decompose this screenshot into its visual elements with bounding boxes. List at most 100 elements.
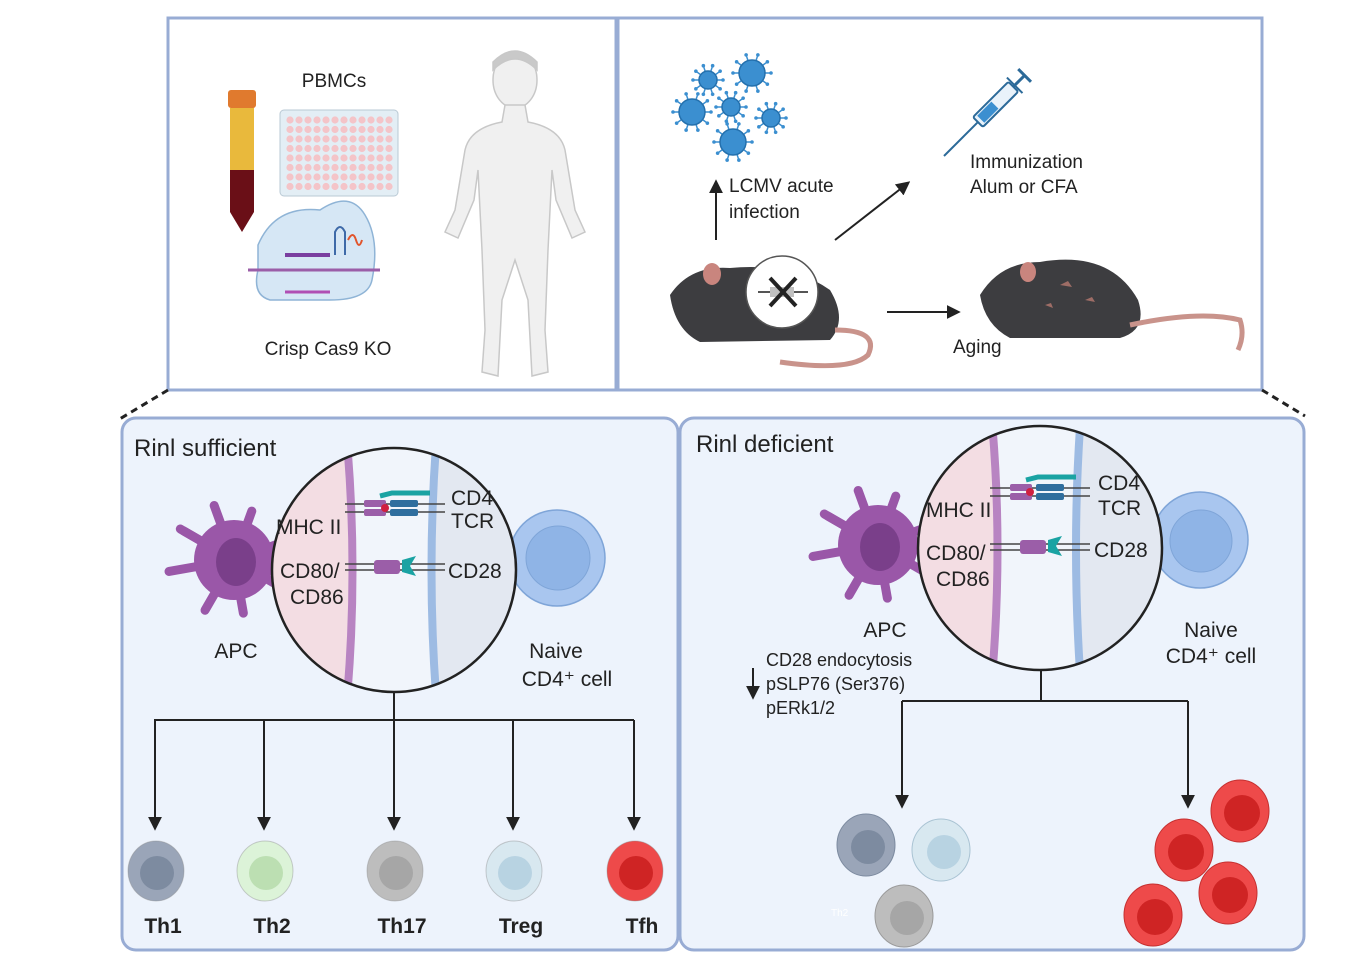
- well: [322, 135, 330, 143]
- well: [358, 182, 366, 191]
- tcr-label-right: TCR: [1098, 497, 1141, 520]
- well: [340, 116, 348, 124]
- expanded-tfh-cells: [1123, 779, 1270, 947]
- well: [322, 173, 330, 181]
- faint-th2-label: Th2: [831, 908, 849, 919]
- well: [313, 154, 321, 162]
- th17-cell-icon: [874, 884, 934, 948]
- well: [340, 182, 348, 191]
- well: [349, 163, 357, 172]
- well: [286, 144, 294, 153]
- naive-tcell-icon: [1151, 491, 1249, 589]
- apc-dendritic-cell-icon: [808, 485, 928, 603]
- syringe-icon: [943, 67, 1033, 157]
- well: [358, 116, 366, 124]
- apc-dendritic-cell-icon: [164, 500, 284, 618]
- well: [349, 154, 357, 162]
- well: [295, 144, 303, 153]
- virus-icon: [671, 92, 713, 132]
- well: [286, 125, 294, 134]
- well: [349, 125, 357, 134]
- well: [349, 116, 357, 124]
- synapse-zoom-circle: [916, 424, 1164, 672]
- reduced-subset-cells: Th2: [831, 813, 971, 948]
- tfh-cell-icon: [1123, 883, 1183, 947]
- apc-label-left: APC: [214, 640, 257, 663]
- virus-icon: [731, 53, 773, 93]
- well: [376, 144, 384, 153]
- tcr-label-left: TCR: [451, 510, 494, 533]
- virus-cluster-icon: [671, 53, 788, 162]
- well: [385, 182, 393, 191]
- cd80-label-left-line1: CD80/: [280, 560, 340, 583]
- well: [286, 182, 294, 191]
- well: [367, 144, 375, 153]
- cd4-label-right: CD4: [1098, 472, 1140, 495]
- well: [331, 135, 339, 143]
- subset-treg: Treg: [485, 720, 543, 938]
- well: [331, 154, 339, 162]
- infection-label-line1: LCMV acute: [729, 176, 834, 197]
- well: [331, 163, 339, 172]
- subset-label: Th1: [144, 915, 182, 938]
- well: [295, 173, 303, 181]
- cell-nucleus: [140, 856, 174, 890]
- well: [304, 154, 312, 162]
- well: [349, 144, 357, 153]
- well: [331, 116, 339, 124]
- virus-icon: [714, 90, 748, 124]
- well: [304, 135, 312, 143]
- th1-cell-icon: [836, 813, 896, 877]
- treg-cell-icon: [911, 818, 971, 882]
- well: [322, 154, 330, 162]
- well: [313, 125, 321, 134]
- naive-label-right-line2: CD4⁺ cell: [1166, 645, 1256, 668]
- well: [304, 173, 312, 181]
- tfh-cell-icon: [1154, 818, 1214, 882]
- deficient-title: Rinl deficient: [696, 431, 834, 458]
- subset-label: Tfh: [626, 915, 659, 938]
- cell-nucleus: [619, 856, 653, 890]
- well: [313, 135, 321, 143]
- cd80-label-right-line1: CD80/: [926, 542, 986, 565]
- well: [385, 154, 393, 162]
- infection-label-line2: infection: [729, 202, 800, 223]
- well: [367, 154, 375, 162]
- well: [376, 154, 384, 162]
- crispr-cas9-icon: [248, 200, 380, 301]
- subset-label: Th2: [253, 915, 290, 938]
- subset-label: Th17: [377, 915, 426, 938]
- tfh-cell-icon: [1210, 779, 1270, 843]
- crispr-label: Crisp Cas9 KO: [265, 339, 392, 360]
- well: [376, 163, 384, 172]
- well: [331, 173, 339, 181]
- well: [340, 163, 348, 172]
- naive-label-right-line1: Naive: [1184, 619, 1238, 642]
- cd80-label-left-line2: CD86: [290, 586, 344, 609]
- subset-label: Treg: [499, 915, 543, 938]
- well: [295, 182, 303, 191]
- subset-th17: Th17: [366, 720, 427, 938]
- well: [367, 182, 375, 191]
- zoom-connector-right: [1261, 388, 1306, 418]
- naive-tcell-icon: [508, 509, 606, 607]
- cd4-label-left: CD4: [451, 487, 493, 510]
- well: [304, 116, 312, 124]
- naive-label-left-line1: Naive: [529, 640, 583, 663]
- pbmc-label: PBMCs: [302, 71, 366, 92]
- mhc-label-left: MHC II: [276, 516, 341, 539]
- naive-label-left-line2: CD4⁺ cell: [522, 668, 612, 691]
- well: [313, 163, 321, 172]
- well: [286, 173, 294, 181]
- cell-nucleus: [379, 856, 413, 890]
- well: [385, 144, 393, 153]
- immunization-label-line2: Alum or CFA: [970, 177, 1078, 198]
- effect-item: pSLP76 (Ser376): [766, 674, 905, 694]
- well: [322, 116, 330, 124]
- well: [295, 116, 303, 124]
- well: [358, 135, 366, 143]
- apc-label-right: APC: [863, 619, 906, 642]
- virus-icon: [712, 122, 754, 162]
- well: [376, 135, 384, 143]
